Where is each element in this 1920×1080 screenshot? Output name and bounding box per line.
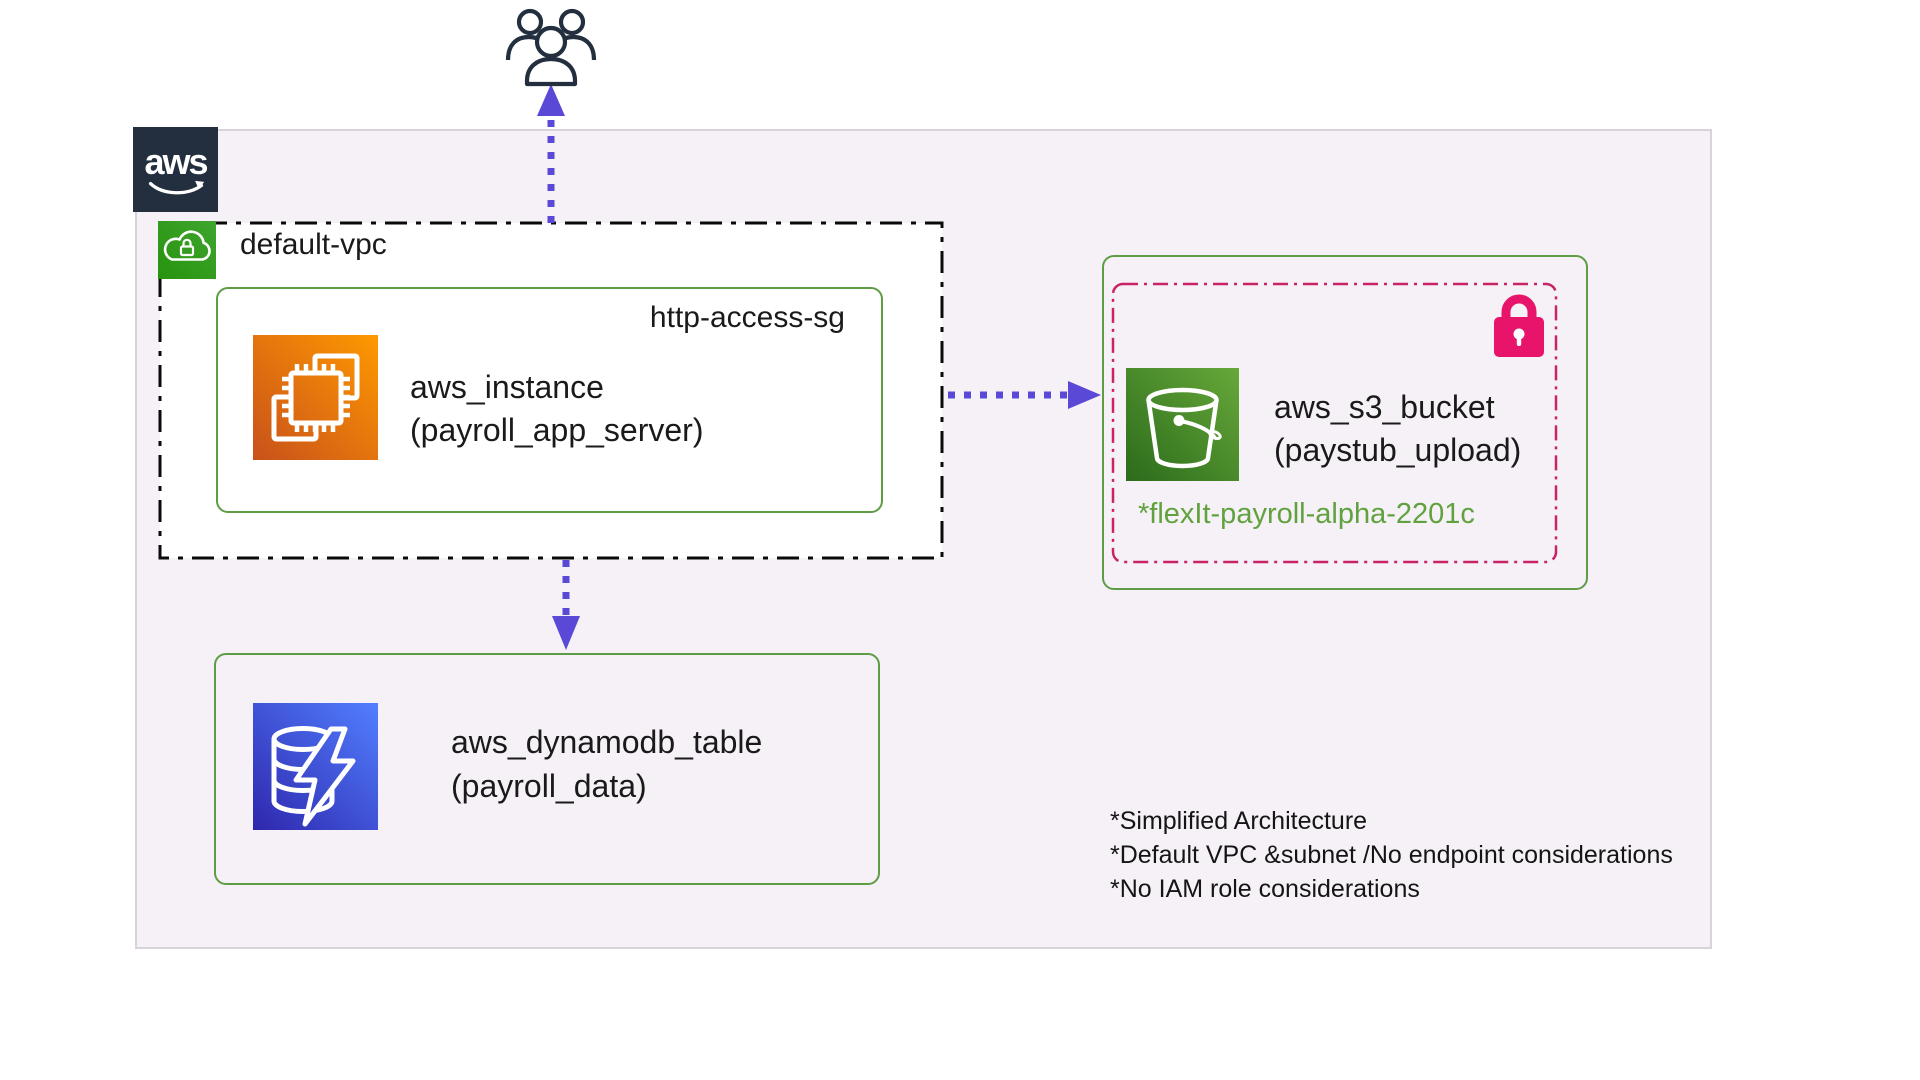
dynamodb-qualifier: (payroll_data) (451, 768, 647, 804)
vpc-icon (158, 221, 216, 279)
dynamodb-box (214, 653, 880, 885)
lock-icon (1494, 294, 1544, 357)
instance-qualifier: (payroll_app_server) (410, 412, 704, 448)
vpc-label: default-vpc (240, 228, 387, 261)
s3-bucket-icon (1126, 368, 1239, 481)
users-icon (505, 8, 597, 87)
s3-name: aws_s3_bucket (1274, 389, 1495, 425)
security-group-label: http-access-sg (649, 301, 845, 334)
dynamodb-name: aws_dynamodb_table (451, 724, 763, 760)
note-line: *No IAM role considerations (1110, 875, 1420, 903)
dynamodb-icon (253, 703, 378, 830)
aws-logo: aws (133, 127, 218, 212)
note-line: *Simplified Architecture (1110, 807, 1368, 835)
dynamodb-label: aws_dynamodb_table (payroll_data) (451, 720, 762, 808)
instance-label: aws_instance (payroll_app_server) (410, 366, 703, 452)
s3-label: aws_s3_bucket (paystub_upload) (1274, 386, 1521, 472)
aws-smile-icon (148, 180, 204, 194)
notes: *Simplified Architecture *Default VPC &s… (1110, 804, 1673, 906)
ec2-instance-icon (253, 335, 378, 460)
instance-name: aws_instance (410, 369, 604, 405)
aws-logo-text: aws (144, 140, 208, 182)
s3-box (1102, 255, 1588, 590)
note-line: *Default VPC &subnet /No endpoint consid… (1110, 841, 1673, 869)
s3-qualifier: (paystub_upload) (1274, 432, 1522, 468)
s3-bucket-name: *flexIt-payroll-alpha-2201c (1138, 498, 1475, 530)
